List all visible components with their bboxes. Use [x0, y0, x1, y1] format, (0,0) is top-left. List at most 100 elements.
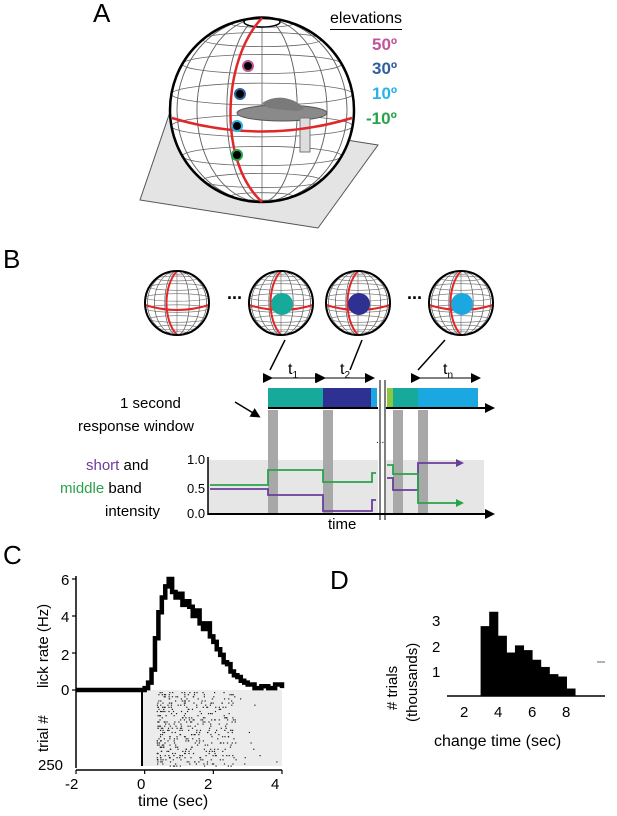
elevation-10-label: 10º	[372, 84, 398, 103]
raster-dot	[184, 713, 186, 715]
raster-dot	[172, 710, 175, 713]
elevation-30-dot	[234, 88, 246, 100]
raster-dot	[234, 719, 236, 721]
raster-dot	[161, 744, 164, 746]
raster-dot	[215, 765, 217, 767]
raster-dot	[244, 757, 246, 759]
raster-shading	[142, 690, 282, 766]
raster-dot	[183, 704, 186, 706]
raster-dot	[157, 727, 159, 729]
raster-dot	[232, 702, 234, 704]
raster-dot	[276, 761, 278, 763]
c-xtick-0: 0	[137, 776, 146, 793]
raster-dot	[189, 692, 191, 694]
raster-dot	[184, 752, 186, 755]
middle-word: middle	[60, 480, 105, 497]
raster-dot	[214, 719, 216, 721]
raster-dot	[173, 742, 176, 744]
raster-dot	[174, 765, 176, 767]
raster-dot	[158, 744, 160, 746]
small-red-meridian	[346, 270, 359, 336]
raster-dot	[208, 750, 211, 752]
raster-dot	[171, 702, 173, 704]
raster-dot	[169, 765, 171, 767]
short-band-line-b	[387, 459, 464, 491]
raster-dot	[159, 734, 162, 736]
raster-dot	[171, 731, 173, 734]
raster-dot	[157, 761, 159, 763]
small-sphere-3	[325, 270, 391, 336]
small-sphere-outline	[248, 270, 314, 336]
raster-dot	[168, 723, 170, 725]
raster-dot	[194, 742, 196, 744]
raster-dot	[163, 738, 165, 740]
raster-dot	[158, 700, 160, 702]
connector-1	[269, 339, 286, 371]
raster-dot	[224, 725, 227, 727]
small-sphere-4	[428, 270, 494, 336]
raster-dot	[172, 752, 174, 755]
raster-dot	[211, 713, 213, 715]
raster-dot	[208, 752, 210, 755]
raster-dot	[224, 748, 226, 750]
histogram-bar	[549, 674, 559, 697]
small-red-horizon	[144, 304, 210, 311]
raster-dot	[174, 721, 176, 723]
raster-dot	[184, 736, 186, 738]
raster-dot	[169, 757, 171, 759]
raster-dot	[227, 719, 229, 721]
raster-dot	[220, 727, 222, 729]
raster-dot	[196, 692, 198, 694]
intensity-label: intensity	[105, 503, 161, 520]
time-axis-label: time	[328, 516, 357, 533]
raster-dot	[202, 717, 205, 719]
response-window-bar-4	[418, 410, 428, 514]
raster-dot	[231, 721, 233, 723]
raster-dot	[162, 729, 164, 731]
raster-dot	[156, 757, 158, 759]
d-xtick-2: 2	[460, 704, 469, 721]
raster-dot	[208, 727, 211, 729]
raster-dot	[187, 725, 189, 727]
raster-dot	[160, 757, 162, 759]
raster-dot	[234, 721, 236, 723]
raster-dot	[169, 736, 171, 738]
small-sphere-1	[144, 270, 210, 336]
raster-dot	[167, 740, 169, 742]
raster-dot	[222, 759, 224, 761]
response-window-line1: 1 second	[120, 395, 181, 412]
elevation-50-label: 50º	[372, 35, 398, 54]
raster-dot	[176, 738, 178, 740]
raster-dot	[199, 729, 202, 731]
raster-dot	[229, 746, 232, 748]
raster-dot	[222, 755, 224, 757]
raster-dot	[192, 752, 195, 755]
c-xtick-minus2: -2	[65, 776, 79, 793]
raster-dot	[203, 694, 205, 696]
d-xtick-8: 8	[562, 704, 571, 721]
raster-dot	[183, 702, 185, 704]
raster-dot	[214, 731, 217, 734]
raster-dot	[227, 731, 229, 734]
raster-dot	[159, 710, 162, 713]
raster-dot	[163, 744, 165, 746]
response-window-bar-3	[393, 410, 403, 514]
raster-dot	[250, 742, 252, 744]
raster-dot	[181, 700, 183, 702]
raster-dot	[209, 704, 212, 706]
raster-dot	[204, 721, 206, 723]
raster-dot	[169, 738, 171, 740]
raster-dot	[193, 702, 195, 704]
raster-dot	[225, 717, 227, 719]
raster-dot	[172, 765, 175, 767]
histogram-bar	[497, 635, 507, 697]
short-band-line-a	[210, 488, 376, 512]
raster-dot	[194, 734, 196, 736]
band-word: band	[104, 480, 142, 497]
raster-dot	[232, 719, 235, 721]
panel-letter-c: C	[3, 540, 22, 570]
elevation-minus10-dot	[231, 149, 243, 161]
raster-dot	[200, 713, 203, 715]
raster-dot	[204, 717, 206, 719]
small-sphere-fill	[145, 271, 209, 335]
